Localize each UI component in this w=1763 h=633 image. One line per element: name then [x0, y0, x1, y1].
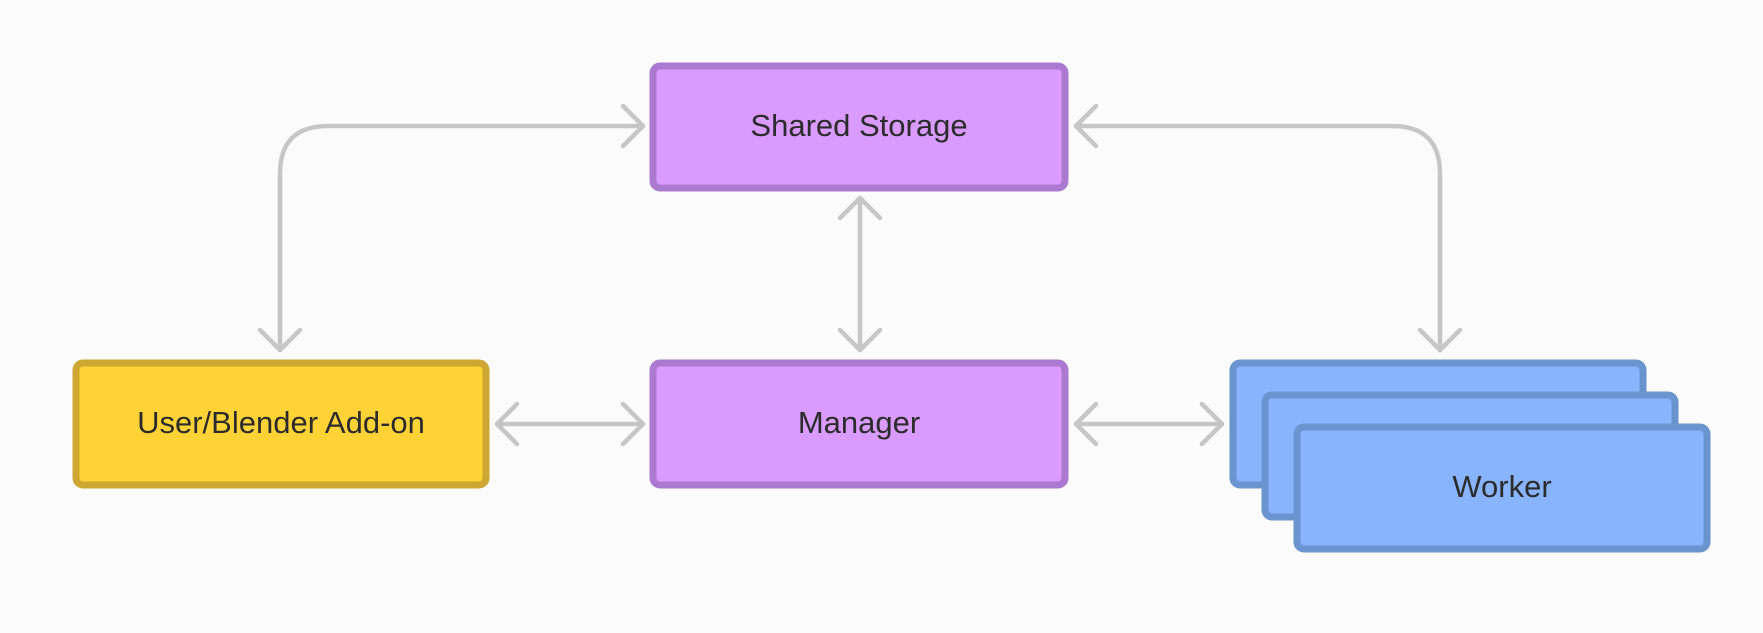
node-shared-storage-box	[649, 62, 1069, 192]
edge-storage-manager	[837, 195, 883, 353]
worker-card-front	[1293, 423, 1711, 553]
node-manager[interactable]: Manager	[649, 359, 1069, 489]
node-user-addon-label: User/Blender Add-on	[137, 405, 425, 440]
arrowhead-to-storage-right	[1073, 103, 1099, 149]
node-user-addon[interactable]: User/Blender Add-on	[72, 359, 490, 489]
edge-storage-worker	[1073, 103, 1463, 353]
connectors	[257, 103, 1463, 447]
node-worker-label: Worker	[1452, 469, 1551, 504]
edge-manager-worker	[1073, 401, 1225, 447]
arrowhead-to-addon-right	[494, 401, 520, 447]
arrowhead-to-worker-top	[1417, 327, 1463, 353]
node-manager-box	[649, 359, 1069, 489]
arrowhead-to-worker-left	[1199, 401, 1225, 447]
node-worker-stack[interactable]: Worker	[1229, 359, 1711, 553]
node-manager-label: Manager	[798, 405, 920, 440]
node-user-addon-box	[72, 359, 490, 489]
node-shared-storage[interactable]: Shared Storage	[649, 62, 1069, 192]
arrowhead-to-manager-top	[837, 327, 883, 353]
arrowhead-to-storage-bottom	[837, 195, 883, 221]
edge-addon-manager	[494, 401, 646, 447]
arrowhead-to-manager-right	[1073, 401, 1099, 447]
arrowhead-to-addon	[257, 327, 303, 353]
edge-storage-addon	[257, 103, 646, 353]
arrowhead-to-storage	[620, 103, 646, 149]
node-shared-storage-label: Shared Storage	[750, 108, 967, 143]
arrowhead-to-manager-left	[620, 401, 646, 447]
